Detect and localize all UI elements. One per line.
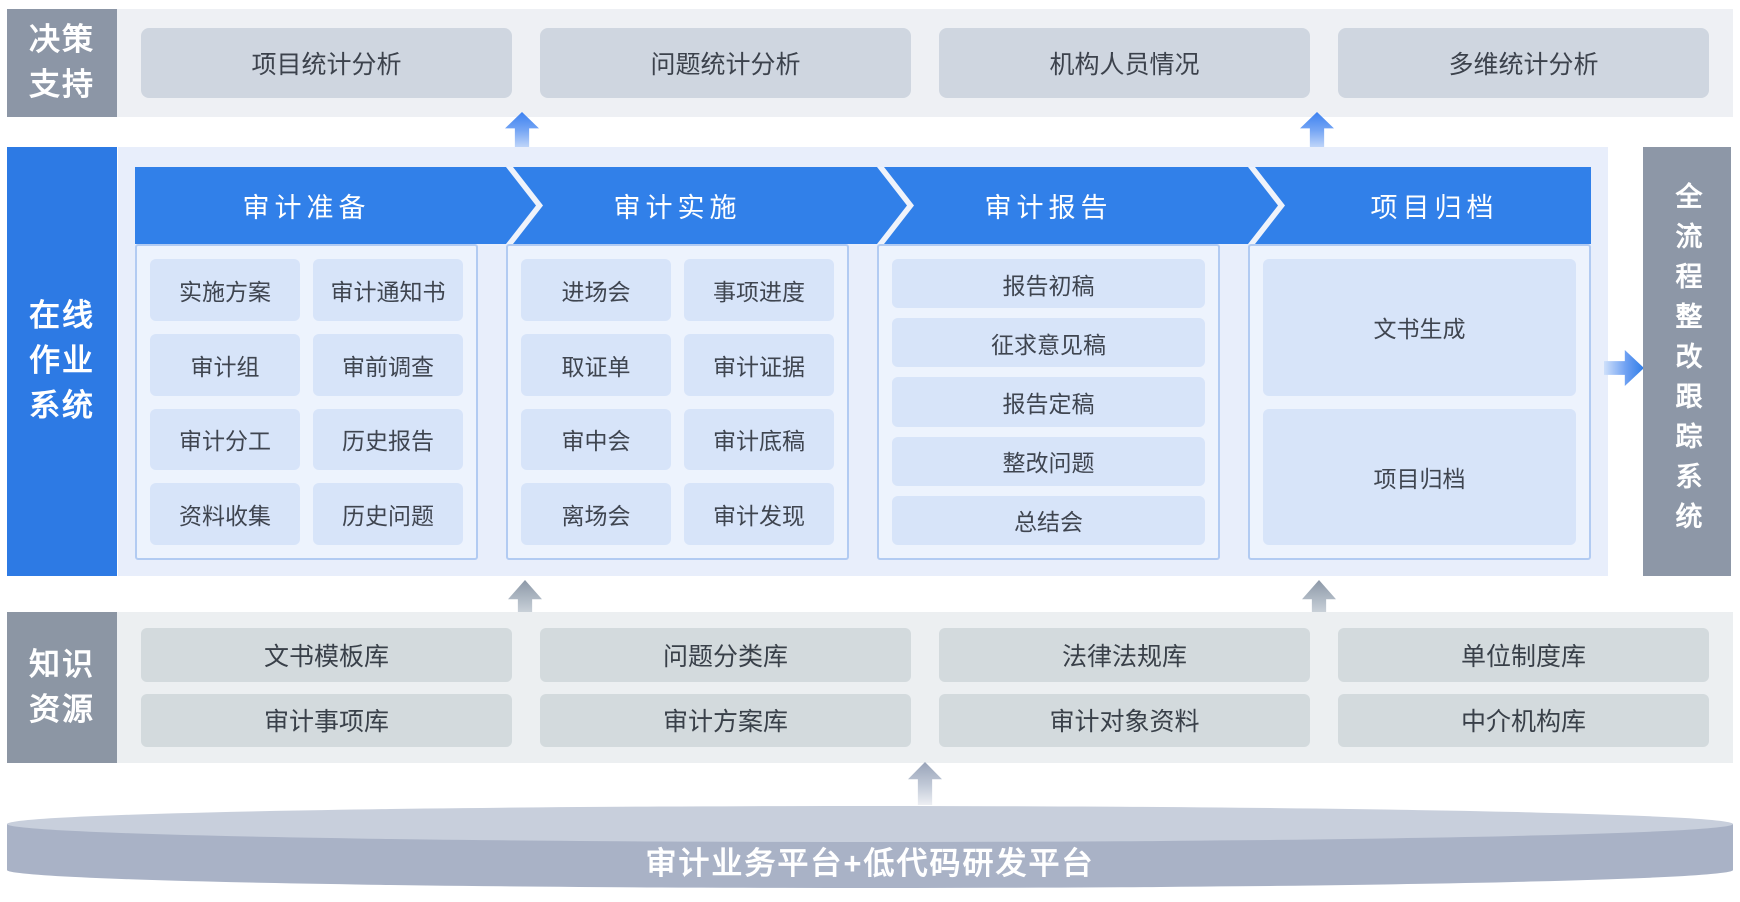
knowledge-label-line2: 资源 — [29, 691, 95, 727]
stage-panel-preparation: 实施方案 审计通知书 审计组 审前调查 审计分工 历史报告 资料收集 历史问题 — [135, 244, 478, 560]
knowledge-label: 知识 资源 — [7, 612, 117, 763]
decision-support-band: 决策 支持 项目统计分析 问题统计分析 机构人员情况 多维统计分析 — [7, 9, 1733, 117]
stage-item: 取证单 — [521, 333, 671, 396]
platform-label: 审计业务平台+低代码研发平台 — [645, 846, 1095, 881]
knowledge-item-intermediaries: 中介机构库 — [1338, 693, 1709, 747]
stage-header-report: 审计报告 — [877, 167, 1278, 244]
tracking-system-bar: 全流程整改跟踪系统 — [1643, 147, 1731, 576]
stage-item: 征求意见稿 — [892, 318, 1205, 368]
stage-header-wrap: 审计实施 — [506, 167, 849, 244]
stage-panel-report: 报告初稿 征求意见稿 报告定稿 整改问题 总结会 — [877, 244, 1220, 560]
stage-item: 进场会 — [521, 259, 671, 321]
stage-item: 项目归档 — [1263, 408, 1576, 545]
stage-item: 历史问题 — [313, 483, 463, 545]
tracking-system-label: 全流程整改跟踪系统 — [1671, 181, 1702, 542]
stage-item: 历史报告 — [313, 408, 463, 471]
stage-header-archive: 项目归档 — [1248, 167, 1591, 244]
online-system-label-line3: 系统 — [29, 387, 95, 423]
stage-column-report: 审计报告 报告初稿 征求意见稿 报告定稿 整改问题 总结会 — [877, 167, 1220, 560]
stat-item-project: 项目统计分析 — [141, 28, 512, 98]
stat-item-org-staff: 机构人员情况 — [939, 28, 1310, 98]
stage-column-archive: 项目归档 文书生成 项目归档 — [1248, 167, 1591, 560]
stage-header-implementation: 审计实施 — [506, 167, 907, 244]
knowledge-label-line1: 知识 — [29, 646, 95, 682]
decision-support-items: 项目统计分析 问题统计分析 机构人员情况 多维统计分析 — [117, 9, 1733, 117]
decision-support-label: 决策 支持 — [7, 9, 117, 117]
stage-item: 审计组 — [150, 333, 300, 396]
stage-item: 整改问题 — [892, 436, 1205, 486]
stage-item: 文书生成 — [1263, 259, 1576, 396]
stage-item: 资料收集 — [150, 483, 300, 545]
stage-header-wrap: 审计报告 — [877, 167, 1220, 244]
knowledge-item-audit-plans: 审计方案库 — [540, 693, 911, 747]
stage-item: 实施方案 — [150, 259, 300, 321]
stage-item: 审计发现 — [684, 483, 834, 545]
stage-column-implementation: 审计实施 进场会 事项进度 取证单 审计证据 审中会 审计底稿 离场会 审计发现 — [506, 167, 849, 560]
cylinder-top — [7, 806, 1733, 842]
stage-panel-implementation: 进场会 事项进度 取证单 审计证据 审中会 审计底稿 离场会 审计发现 — [506, 244, 849, 560]
stage-item: 审计证据 — [684, 333, 834, 396]
stage-header-preparation: 审计准备 — [135, 167, 536, 244]
stage-item: 报告初稿 — [892, 259, 1205, 309]
stage-item: 总结会 — [892, 495, 1205, 545]
stage-column-preparation: 审计准备 实施方案 审计通知书 审计组 审前调查 审计分工 历史报告 资料收集 … — [135, 167, 478, 560]
decision-support-label-line2: 支持 — [29, 67, 95, 102]
stage-item: 事项进度 — [684, 259, 834, 321]
stat-item-multidim: 多维统计分析 — [1338, 28, 1709, 98]
stage-item: 审计通知书 — [313, 259, 463, 321]
decision-support-label-line1: 决策 — [29, 22, 95, 58]
knowledge-item-laws: 法律法规库 — [939, 628, 1310, 682]
knowledge-item-audit-matters: 审计事项库 — [141, 693, 512, 747]
up-arrow-icon — [908, 762, 942, 805]
online-system-label-line1: 在线 — [29, 298, 95, 334]
right-arrow-icon — [1604, 350, 1644, 386]
knowledge-items: 文书模板库 问题分类库 法律法规库 单位制度库 审计事项库 审计方案库 审计对象… — [117, 612, 1733, 763]
online-system-label: 在线 作业 系统 — [7, 147, 117, 576]
stage-panel-archive: 文书生成 项目归档 — [1248, 244, 1591, 560]
knowledge-item-doc-template: 文书模板库 — [141, 628, 512, 682]
stage-item: 报告定稿 — [892, 377, 1205, 427]
stage-item: 审计分工 — [150, 408, 300, 471]
stage-header-wrap: 审计准备 — [135, 167, 478, 244]
platform-cylinder: 审计业务平台+低代码研发平台 — [7, 806, 1733, 888]
stage-item: 审前调查 — [313, 333, 463, 396]
knowledge-item-auditee-data: 审计对象资料 — [939, 693, 1310, 747]
online-system-label-line2: 作业 — [29, 343, 95, 379]
knowledge-band: 知识 资源 文书模板库 问题分类库 法律法规库 单位制度库 审计事项库 审计方案… — [7, 612, 1733, 763]
stat-item-issue: 问题统计分析 — [540, 28, 911, 98]
knowledge-item-unit-rules: 单位制度库 — [1338, 628, 1709, 682]
stage-item: 离场会 — [521, 483, 671, 545]
stage-item: 审计底稿 — [684, 408, 834, 471]
stage-item: 审中会 — [521, 408, 671, 471]
knowledge-item-issue-category: 问题分类库 — [540, 628, 911, 682]
stage-header-wrap: 项目归档 — [1248, 167, 1591, 244]
online-system-body: 审计准备 实施方案 审计通知书 审计组 审前调查 审计分工 历史报告 资料收集 … — [118, 147, 1608, 576]
